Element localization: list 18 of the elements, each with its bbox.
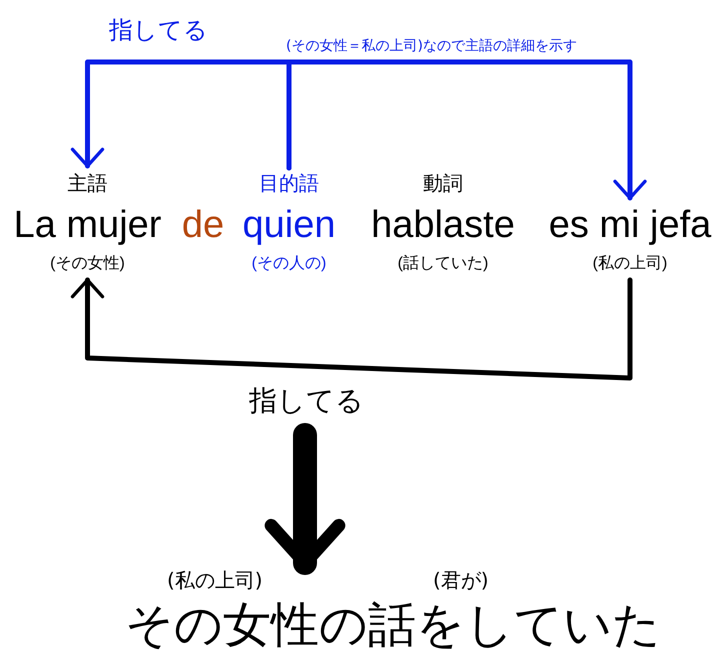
arrow xyxy=(286,60,647,200)
role-label: 動詞 xyxy=(423,172,463,197)
role-label: 主語 xyxy=(68,172,108,197)
spanish-word: de xyxy=(182,203,224,248)
translation-note: (私の上司) xyxy=(592,254,668,274)
translation-note: (君が) xyxy=(433,567,489,594)
spanish-word: hablaste xyxy=(371,203,515,248)
translation-note: (話していた) xyxy=(398,254,488,274)
spanish-word: quien xyxy=(242,203,336,248)
translation-note: (その人の) xyxy=(252,254,326,274)
spanish-word: La mujer xyxy=(14,203,162,248)
arrow xyxy=(264,423,346,575)
japanese-sentence: その女性の話をしていた xyxy=(125,596,662,655)
translation-note: (その女性) xyxy=(50,254,125,274)
translation-note: (私の上司) xyxy=(167,567,263,594)
spanish-word: es mi jefa xyxy=(548,203,712,248)
role-label: 目的語 xyxy=(259,172,319,197)
arrow xyxy=(70,278,632,380)
